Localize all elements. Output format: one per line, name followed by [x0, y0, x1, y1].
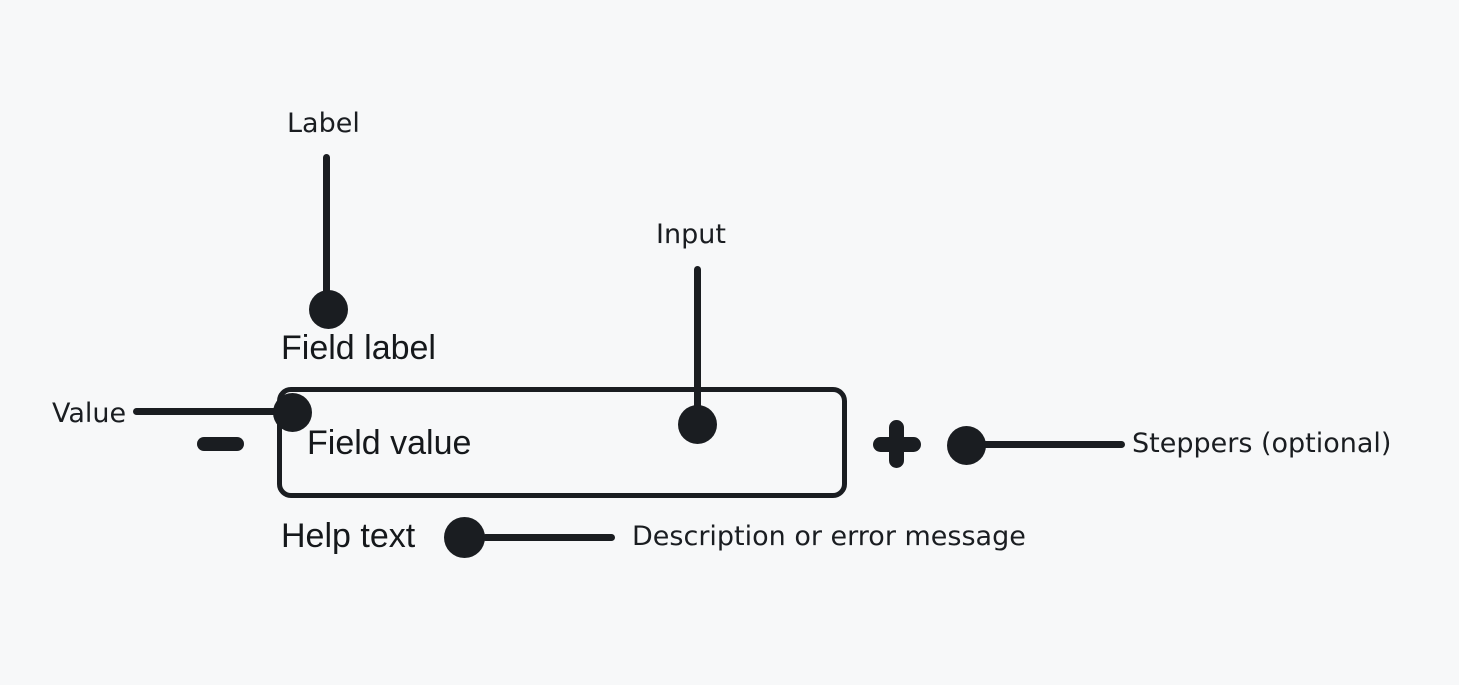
field-label: Field label — [281, 329, 436, 367]
plus-icon — [873, 420, 921, 468]
annotation-input: Input — [656, 219, 726, 250]
input-field-box — [277, 387, 847, 498]
annotation-value: Value — [52, 398, 127, 429]
steppers-connector-dot — [947, 426, 986, 465]
steppers-connector-line — [982, 441, 1125, 448]
help-connector-line — [482, 534, 615, 541]
minus-icon — [197, 437, 244, 451]
annotation-label: Label — [287, 108, 360, 139]
help-text: Help text — [281, 517, 416, 555]
label-connector-dot — [309, 290, 348, 329]
field-value: Field value — [307, 424, 472, 462]
value-connector-line — [133, 408, 283, 415]
plus-icon-vertical-bar — [889, 420, 904, 468]
input-connector-line — [694, 266, 701, 416]
label-connector-line — [323, 154, 330, 296]
value-connector-dot — [273, 393, 312, 432]
help-connector-dot — [444, 517, 485, 558]
input-connector-dot — [678, 405, 717, 444]
annotation-steppers: Steppers (optional) — [1132, 428, 1392, 459]
annotation-help: Description or error message — [632, 521, 1026, 552]
